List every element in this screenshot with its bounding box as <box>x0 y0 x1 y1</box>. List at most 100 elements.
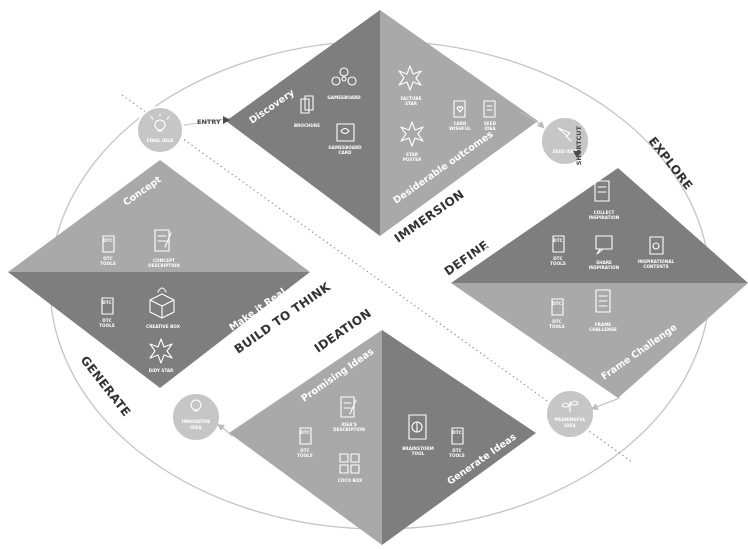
meaningful-idea-label-2: IDEA <box>564 423 576 428</box>
share-inspiration-tool[interactable]: SHARE INSPIRATION <box>589 235 620 270</box>
creative-box-label: CREATIVE BOX <box>146 324 181 329</box>
creative-box-tool[interactable]: CREATIVE BOX <box>146 287 181 329</box>
entry-arrow-icon <box>223 116 230 124</box>
concept-description-label-1: CONCEPT <box>153 258 175 263</box>
shortcut-label: SHORTCUT <box>575 125 583 165</box>
collect-inspiration-label-2: INSPIRATION <box>589 215 620 220</box>
dtc-tools-label-1: DTC <box>552 319 561 324</box>
dtc-tools-ideation-left[interactable]: DTC DTC TOOLS <box>297 427 313 458</box>
description-icon <box>340 396 355 418</box>
seed-idea-tool[interactable]: SEED IDEA <box>483 100 497 131</box>
coco-box-label: COCO BOX <box>338 478 363 483</box>
final-idea-node[interactable]: FINAL IDEA <box>136 106 184 154</box>
dtc-tools-define-bottom[interactable]: DTC DTC TOOLS <box>549 298 565 329</box>
card-wishful-icon <box>453 100 466 118</box>
star-poster-tool[interactable]: STAR POSTER <box>400 121 424 162</box>
lightbulb-icon <box>150 113 170 132</box>
star-icon <box>398 65 422 91</box>
phase-generate: GENERATE <box>78 353 134 419</box>
dtc-card-icon <box>102 235 115 253</box>
dtc-tools-label-2: TOOLS <box>549 324 565 329</box>
star-poster-label-1: STAR <box>406 152 419 157</box>
facture-star-tool[interactable]: FACTURE STAR <box>398 65 422 106</box>
collect-inspiration-label-1: COLLECT <box>594 210 615 215</box>
phase-explore: EXPLORE <box>646 134 696 192</box>
dtc-tools-label-2: TOOLS <box>550 261 566 266</box>
dotted-diagonal <box>121 94 633 463</box>
description-icon <box>154 229 170 252</box>
ideas-description-label-2: DESCRIPTION <box>333 427 365 432</box>
dtc-card-icon <box>451 427 464 445</box>
dtc-card-label: DTC <box>552 301 561 306</box>
brainstorm-label-2: TOOL <box>412 451 425 456</box>
build-to-think-diamond <box>8 160 310 388</box>
gamesboard-card-tool[interactable]: GAMESBOARD CARD <box>328 123 362 155</box>
seed-idea-tool-label-2: IDEA <box>484 126 496 131</box>
star-icon <box>400 121 424 147</box>
concept-description-tool[interactable]: CONCEPT DESCRIPTION <box>148 229 180 268</box>
brainstorm-tool[interactable]: BRAINSTORM TOOL <box>402 414 434 456</box>
innovative-idea-label-2: IDEA <box>190 425 202 430</box>
brain-card-icon <box>408 414 427 440</box>
flow-arrow-meaningful <box>590 397 621 411</box>
inspirational-contents-tool[interactable]: INSPIRATIONAL CONTENTS <box>638 236 675 269</box>
seed-idea-card-icon <box>483 100 496 118</box>
immersion-diamond <box>226 10 538 236</box>
dtc-tools-label-1: DTC <box>553 256 562 261</box>
gamesboard-card-icon <box>336 123 355 142</box>
ideas-description-tool[interactable]: IDEA'S DESCRIPTION <box>333 396 365 432</box>
dtc-tools-make-it-real[interactable]: DTC DTC TOOLS <box>99 297 115 328</box>
card-wishful-tool[interactable]: CARD WISHFUL <box>449 100 471 131</box>
dtc-card-icon <box>299 427 312 445</box>
notebook-icon <box>594 180 610 202</box>
checklist-icon <box>595 289 611 313</box>
shortcut-arrow-icon <box>573 151 581 158</box>
dtc-card-icon <box>101 297 114 315</box>
card-wishful-label-1: CARD <box>453 121 467 126</box>
share-inspiration-label-1: SHARE <box>596 260 612 265</box>
brochure-label: BROCHURE <box>294 123 320 128</box>
innovative-idea-label-1: INNOVATIVE <box>182 419 211 424</box>
brochure-tool[interactable]: BROCHURE <box>294 95 320 128</box>
frame-challenge-label-1: FRAME <box>595 322 611 327</box>
didy-star-label: DIDY STAR <box>149 368 174 373</box>
brochure-icon <box>300 95 314 114</box>
dtc-tools-label-1: DTC <box>102 318 111 323</box>
concept-description-label-2: DESCRIPTION <box>148 263 180 268</box>
dtc-card-label: DTC <box>103 238 112 243</box>
dtc-tools-ideation-right[interactable]: DTC DTC TOOLS <box>449 427 465 458</box>
facture-star-label-1: FACTURE <box>400 96 421 101</box>
star-poster-label-2: POSTER <box>403 157 422 162</box>
entry-label: ENTRY <box>197 118 221 126</box>
dtc-tools-label-2: TOOLS <box>297 453 313 458</box>
frame-challenge-tool[interactable]: FRAME CHALLENGE <box>589 289 617 332</box>
flow-arrow-seed <box>519 111 545 129</box>
ideation-diamond <box>229 330 536 545</box>
gamesboard-tool[interactable]: GAMESBOARD <box>327 67 361 100</box>
coco-box-tool[interactable]: COCO BOX <box>338 453 363 483</box>
dtc-tools-define-top[interactable]: DTC DTC TOOLS <box>550 235 566 266</box>
didy-star-tool[interactable]: DIDY STAR <box>149 338 174 373</box>
ideas-description-label-1: IDEA'S <box>341 422 356 427</box>
define-diamond <box>451 168 748 398</box>
dtc-card-icon <box>552 235 565 253</box>
meaningful-idea-node[interactable]: MEANINGFUL IDEA <box>545 389 595 439</box>
dtc-tools-concept[interactable]: DTC DTC TOOLS <box>100 235 116 266</box>
innovative-idea-node[interactable]: INNOVATIVE IDEA <box>171 392 221 442</box>
seed-idea-label: SEED IDEA <box>553 149 579 154</box>
frame-challenge-label-2: CHALLENGE <box>589 327 617 332</box>
share-inspiration-label-2: INSPIRATION <box>589 265 620 270</box>
dtc-tools-label-1: DTC <box>103 256 112 261</box>
card-wishful-label-2: WISHFUL <box>449 126 471 131</box>
brainstorm-label-1: BRAINSTORM <box>402 446 434 451</box>
chat-icon <box>595 235 613 250</box>
dtc-card-label: DTC <box>102 300 111 305</box>
star-icon <box>149 338 173 364</box>
gamesboard-card-label-2: CARD <box>338 150 352 155</box>
dtc-tools-label-1: DTC <box>452 448 461 453</box>
meaningful-idea-label-1: MEANINGFUL <box>554 417 586 422</box>
sprout-icon <box>561 400 579 413</box>
collect-inspiration-tool[interactable]: COLLECT INSPIRATION <box>589 180 620 220</box>
seed-icon <box>557 127 572 142</box>
